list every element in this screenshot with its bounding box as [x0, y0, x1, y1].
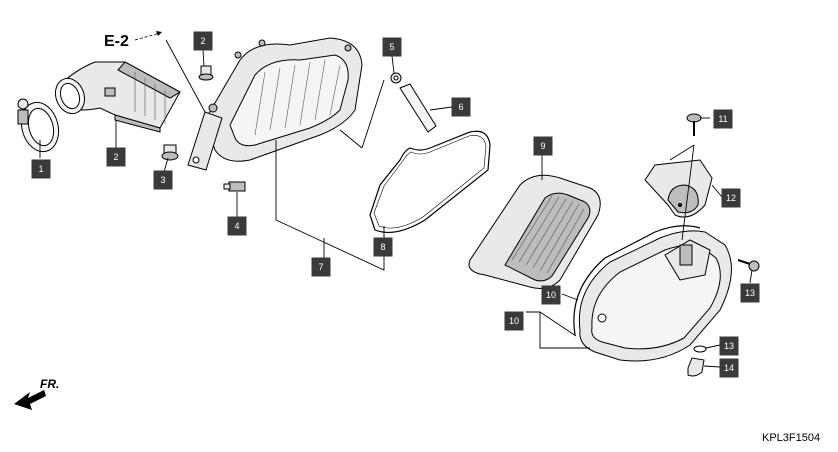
callout-2-upper: 8	[373, 237, 393, 257]
svg-text:4: 4	[234, 221, 239, 231]
callout-2-lower: 10	[541, 285, 561, 305]
air-cleaner-case-part	[187, 37, 363, 171]
svg-text:9: 9	[540, 141, 545, 151]
screw-part-lower	[737, 259, 760, 272]
svg-text:10: 10	[509, 316, 519, 326]
front-direction-arrow-icon: FR.	[14, 377, 59, 410]
callout-8: 2	[106, 147, 126, 167]
air-cleaner-cover-part	[573, 225, 732, 362]
svg-text:6: 6	[458, 102, 463, 112]
screw-part-upper	[686, 113, 702, 136]
gasket-part-upper	[369, 130, 491, 233]
svg-text:3: 3	[160, 175, 165, 185]
filter-pleats	[511, 195, 585, 274]
svg-text:11: 11	[718, 114, 727, 124]
svg-text:1: 1	[38, 164, 43, 174]
flange-bolt-part	[223, 181, 246, 192]
connecting-tube-part	[54, 61, 182, 133]
band-clamp-part	[17, 98, 60, 153]
svg-text:7: 7	[318, 262, 323, 272]
svg-text:10: 10	[546, 290, 556, 300]
diagram-code: KPL3F1504	[762, 432, 820, 444]
clip-part	[390, 72, 402, 84]
svg-text:2: 2	[113, 152, 118, 162]
svg-text:13: 13	[745, 288, 755, 298]
callout-11: 5	[382, 37, 402, 57]
callout-9: 1	[31, 159, 51, 179]
callout-10-upper: 2	[193, 31, 213, 51]
callout-6: 12	[721, 188, 741, 208]
callout-1: 9	[533, 136, 553, 156]
callout-14: 13	[719, 336, 739, 356]
reference-label: E-2	[104, 33, 129, 50]
bolt-part-upper	[198, 65, 214, 81]
callout-10-lower: 3	[153, 170, 173, 190]
svg-text:5: 5	[389, 42, 394, 52]
drain-plug-part	[687, 357, 705, 377]
callout-3: 6	[451, 97, 471, 117]
leader-lines	[39, 39, 753, 368]
svg-text:12: 12	[726, 193, 736, 203]
front-label: FR.	[40, 377, 59, 391]
filter-element-part	[468, 174, 601, 289]
svg-text:8: 8	[380, 242, 385, 252]
bolt-part-lower	[161, 144, 179, 161]
callout-13-lower: 13	[740, 283, 760, 303]
reference-arrow	[134, 31, 162, 41]
gasket-part-upper-inner	[373, 135, 487, 229]
drain-tube-part	[399, 83, 437, 133]
duct-cover-part	[644, 159, 713, 218]
callout-4: 7	[311, 257, 331, 277]
svg-text:14: 14	[724, 363, 734, 373]
o-ring-part	[693, 345, 707, 353]
svg-text:13: 13	[724, 341, 734, 351]
callout-5: 14	[719, 358, 739, 378]
callout-12: 4	[227, 216, 247, 236]
svg-text:2: 2	[200, 36, 205, 46]
callout-7: 10	[504, 311, 524, 331]
callout-13-upper: 11	[713, 109, 733, 129]
